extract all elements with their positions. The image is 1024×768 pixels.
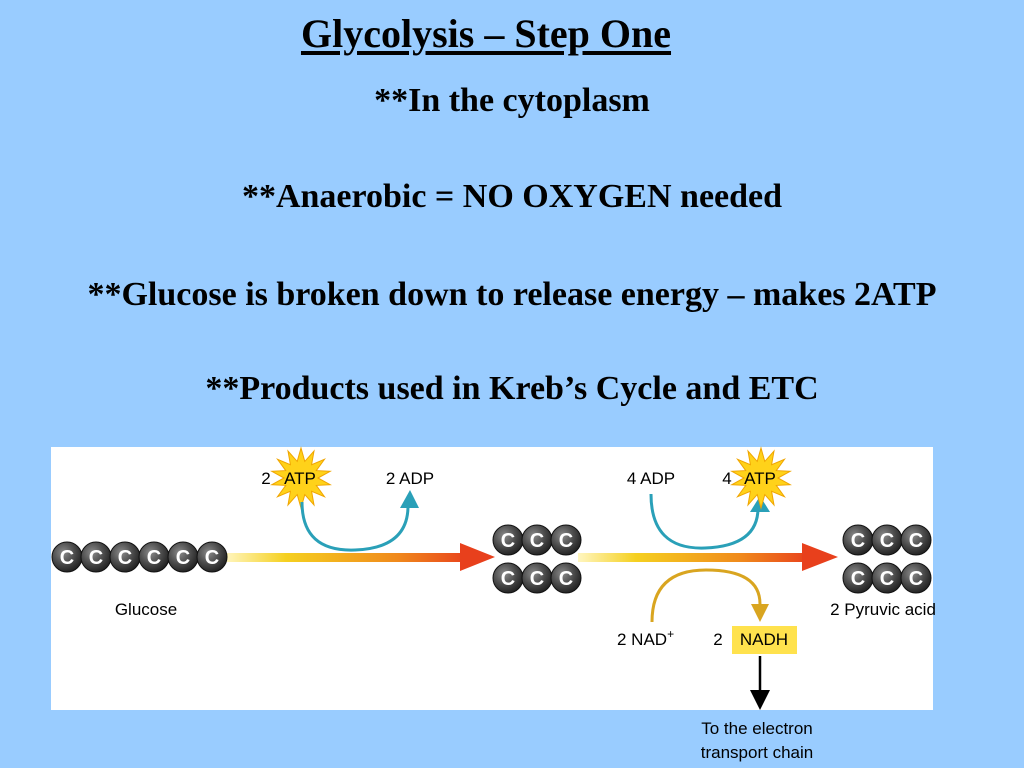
bullet-cytoplasm: **In the cytoplasm (374, 82, 650, 119)
gold-arrow-nad-to-nadh (650, 568, 762, 623)
atp-produced-count: 4 (722, 469, 731, 488)
carbon-symbol: C (880, 568, 894, 590)
black-arrowhead-etc (750, 690, 770, 710)
teal-arrow-adp-to-atp (649, 493, 760, 550)
carbon-symbol: C (851, 568, 865, 590)
carbon-symbol: C (205, 547, 219, 569)
carbon-symbol: C (501, 530, 515, 552)
carbon-atom (550, 562, 582, 594)
nadh-count: 2 (713, 630, 722, 649)
carbon-atom (550, 524, 582, 556)
atp-invested-label: ATP (284, 469, 316, 488)
atp-produced-label: ATP (744, 469, 776, 488)
carbon-symbol: C (530, 568, 544, 590)
carbon-atom (900, 562, 932, 594)
nad-text: 2 NAD (617, 630, 667, 649)
carbon-symbol: C (60, 547, 74, 569)
carbon-symbol: C (880, 530, 894, 552)
slide-title: Glycolysis – Step One (300, 11, 672, 56)
atp-produced-star: 4 ATP (722, 446, 792, 510)
atp-invested-count: 2 (261, 469, 270, 488)
arrow-intermediate-to-pyruvate (578, 543, 838, 571)
etc-label-line1: To the electron (701, 719, 813, 738)
teal-arrow-atp-to-adp (300, 501, 410, 552)
carbon-symbol: C (909, 568, 923, 590)
carbon-symbol: C (559, 530, 573, 552)
gold-arrowhead-nadh (751, 604, 769, 622)
bullet-anaerobic: **Anaerobic = NO OXYGEN needed (241, 178, 783, 215)
adp-input-label: 4 ADP (627, 469, 675, 488)
nad-label: 2 NAD+ (617, 627, 674, 649)
arrow-glucose-to-intermediate (225, 543, 495, 571)
carbon-symbol: C (530, 530, 544, 552)
adp-produced-label: 2 ADP (386, 469, 434, 488)
atp-invested-star: 2 ATP (261, 446, 332, 510)
nadh-label: NADH (740, 630, 788, 649)
carbon-symbol: C (89, 547, 103, 569)
carbon-symbol: C (176, 547, 190, 569)
teal-arrowhead-adp (400, 490, 419, 508)
diagram-panel (51, 447, 933, 710)
carbon-symbol: C (147, 547, 161, 569)
carbon-symbol: C (851, 530, 865, 552)
carbon-symbol: C (559, 568, 573, 590)
glucose-label: Glucose (115, 600, 177, 619)
bullet-products: **Products used in Kreb’s Cycle and ETC (205, 370, 819, 407)
nadh-highlight-box (732, 626, 797, 654)
bullet-glucose-broken-down: **Glucose is broken down to release ener… (87, 276, 937, 313)
carbon-symbol: C (118, 547, 132, 569)
pyruvic-acid-label: 2 Pyruvic acid (830, 600, 936, 619)
carbon-atom (900, 524, 932, 556)
nad-superscript: + (667, 627, 674, 641)
etc-label-line2: transport chain (701, 743, 813, 762)
carbon-atom (196, 541, 228, 573)
carbon-symbol: C (909, 530, 923, 552)
carbon-symbol: C (501, 568, 515, 590)
